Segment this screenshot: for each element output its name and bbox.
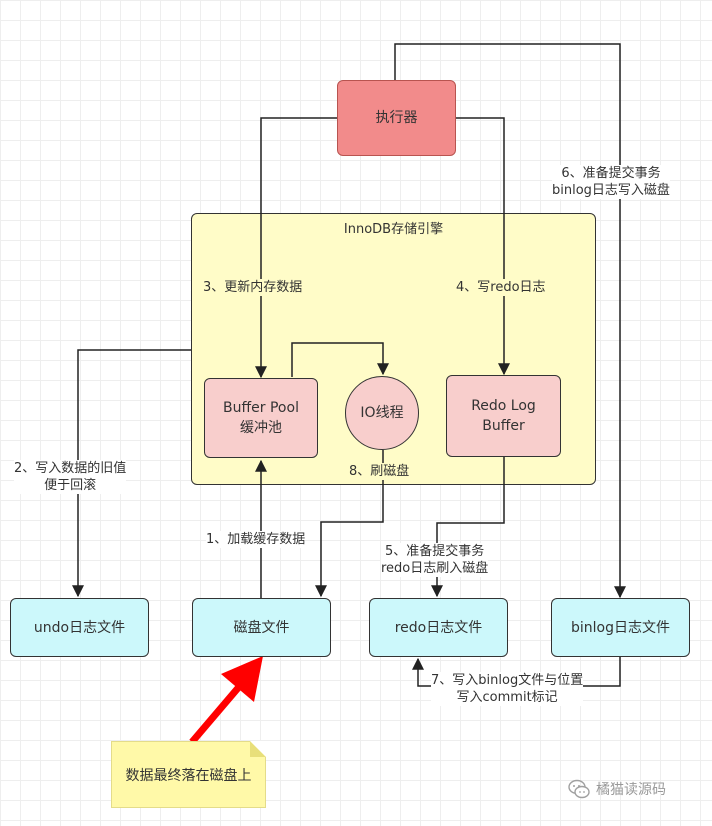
innodb-engine-label: InnoDB存储引擎 [343, 222, 444, 237]
sticky-note: 数据最终落在磁盘上 [111, 741, 266, 808]
highlight-arrow-shaft [189, 685, 241, 745]
redo-log-file-label: redo日志文件 [394, 619, 483, 636]
step-2-text-line2: 便于回滚 [44, 478, 97, 493]
disk-file-label: 磁盘文件 [233, 619, 290, 636]
step-3-label: 3、更新内存数据 [203, 279, 303, 296]
step-5-text-line1: 5、准备提交事务 [384, 544, 485, 559]
step-1-text: 1、加载缓存数据 [206, 532, 306, 547]
step-7-text-line2: 写入commit标记 [456, 690, 558, 705]
step-5-label: 5、准备提交事务 redo日志刷入磁盘 [381, 543, 489, 577]
io-thread-circle: IO线程 [345, 376, 419, 450]
arrow-flush-disk [315, 450, 384, 598]
arrow-undo-write [72, 349, 191, 598]
executor-label: 执行器 [375, 110, 418, 126]
io-thread-label: IO线程 [360, 405, 404, 421]
step-6-label: 6、准备提交事务 binlog日志写入磁盘 [552, 165, 670, 199]
highlight-arrow-head [221, 656, 263, 702]
redo-log-file-box: redo日志文件 [369, 598, 508, 657]
sticky-note-text: 数据最终落在磁盘上 [125, 767, 252, 784]
undo-log-file-label: undo日志文件 [33, 619, 126, 636]
step-4-text: 4、写redo日志 [456, 280, 546, 295]
arrow-update-memory [255, 117, 337, 379]
step-8-label: 8、刷磁盘 [349, 463, 410, 480]
step-4-label: 4、写redo日志 [456, 279, 546, 296]
binlog-file-box: binlog日志文件 [551, 598, 690, 657]
watermark: 橘猫读源码 [568, 778, 666, 800]
disk-file-box: 磁盘文件 [192, 598, 331, 657]
step-6-text-line1: 6、准备提交事务 [561, 166, 661, 181]
undo-log-file-box: undo日志文件 [10, 598, 149, 657]
watermark-text: 橘猫读源码 [596, 782, 666, 798]
step-7-text-line1: 7、写入binlog文件与位置 [431, 673, 584, 688]
wechat-icon [568, 779, 590, 799]
buffer-pool-box: Buffer Pool 缓冲池 [204, 378, 318, 458]
step-2-text-line1: 2、写入数据的旧值 [14, 461, 127, 476]
redo-log-buffer-box: Redo Log Buffer [446, 375, 561, 457]
step-2-label: 2、写入数据的旧值 便于回滚 [14, 460, 127, 494]
arrow-write-redo [456, 117, 510, 376]
redo-log-buffer-label-line2: Buffer [482, 418, 525, 434]
arrow-binlog-to-disk [394, 43, 626, 599]
arrow-bufferpool-to-io [291, 342, 389, 377]
step-3-text: 3、更新内存数据 [203, 280, 303, 295]
step-1-label: 1、加载缓存数据 [206, 531, 306, 548]
step-5-text-line2: redo日志刷入磁盘 [381, 561, 489, 576]
step-7-label: 7、写入binlog文件与位置 写入commit标记 [431, 672, 584, 706]
step-8-text: 8、刷磁盘 [349, 464, 410, 479]
step-6-text-line2: binlog日志写入磁盘 [552, 183, 670, 198]
executor-box: 执行器 [337, 80, 456, 156]
redo-log-buffer-label-line1: Redo Log [471, 398, 536, 414]
sticky-note-fold [250, 741, 266, 757]
buffer-pool-label-line1: Buffer Pool [223, 400, 299, 416]
buffer-pool-label-line2: 缓冲池 [240, 420, 282, 436]
binlog-file-label: binlog日志文件 [571, 619, 670, 636]
